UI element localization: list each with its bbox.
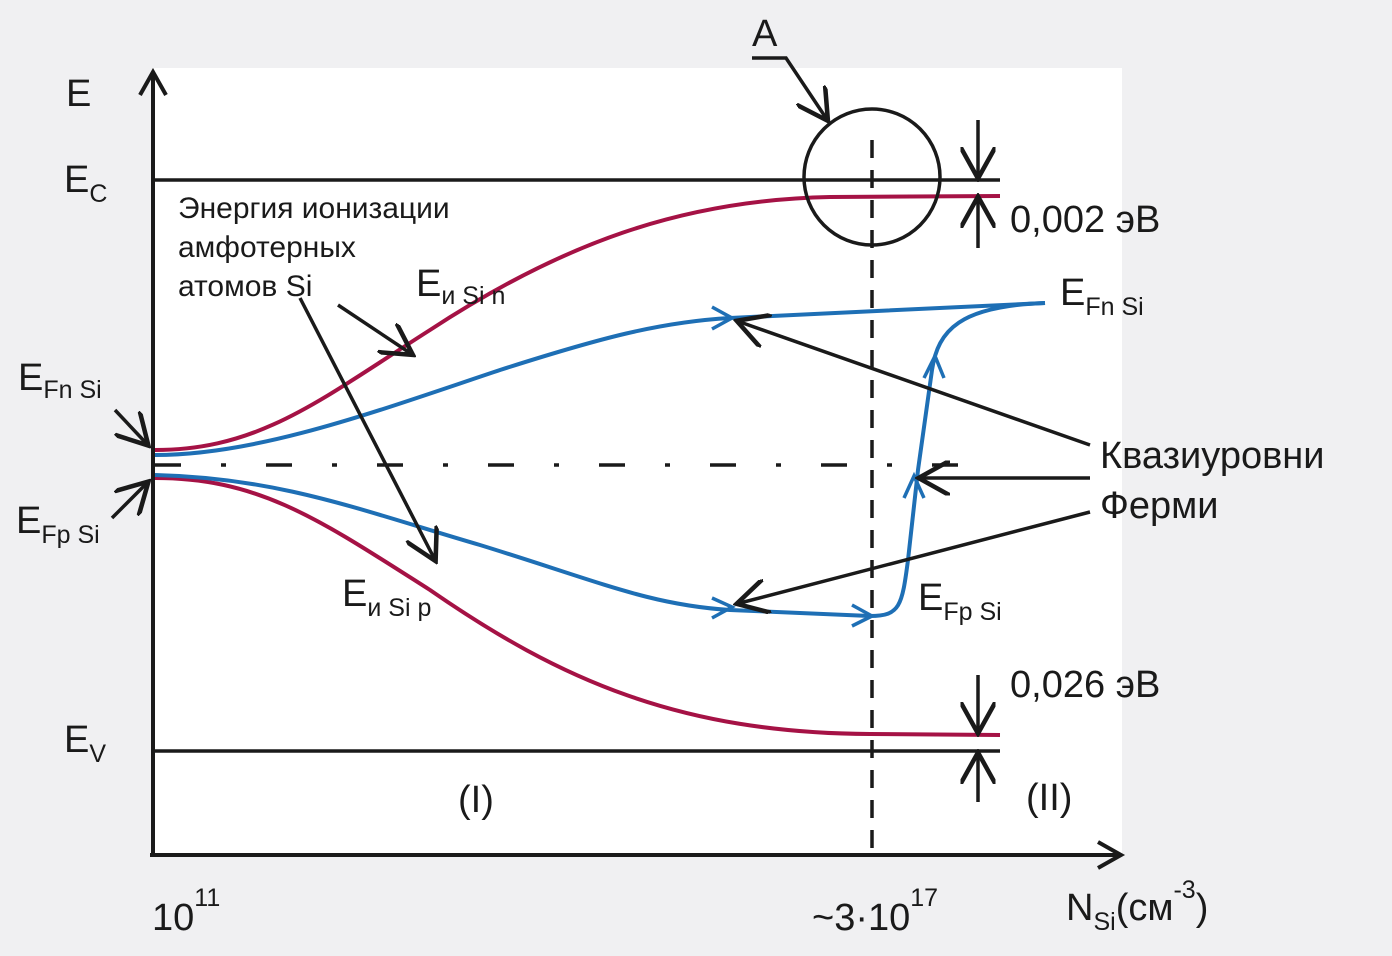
ei-si-n-label: Eи Si n: [416, 263, 505, 310]
x-tick-critical: ~3·1017: [812, 884, 938, 939]
x-axis-label: NSi(см-3): [1066, 876, 1208, 936]
plot-area: [152, 68, 1122, 855]
region-a-circle: [802, 107, 942, 247]
y-axis: [138, 67, 168, 855]
ei-si-n-curve: [154, 194, 1001, 452]
point-a-label: A: [752, 13, 778, 55]
quasi-fermi-label-line1: Квазиуровни: [1100, 435, 1325, 477]
efn-left-label: EFn Si: [18, 357, 102, 404]
efn-si-curve: [154, 301, 1046, 457]
efn-left-arrow-icon: [113, 408, 146, 443]
gap-top-label: 0,002 эВ: [1010, 199, 1160, 241]
ev-label: EV: [64, 719, 106, 768]
efp-left-arrow-icon: [110, 484, 146, 520]
region-2-label: (II): [1026, 777, 1072, 819]
ec-label: EC: [64, 159, 107, 208]
ei-si-p-curve: [154, 476, 1001, 737]
gap-bottom-label: 0,026 эВ: [1010, 664, 1160, 706]
ionization-n-arrow-icon: [337, 303, 410, 353]
efp-up-arrow-icon-2: [922, 351, 946, 379]
efp-direction-arrow-icon: [711, 596, 736, 620]
point-a-arrow-icon: [752, 56, 826, 118]
region-1-label: (I): [458, 779, 494, 821]
quasi-arrow-to-efn-icon: [740, 322, 1091, 447]
ei-si-p-label: Eи Si p: [342, 573, 431, 622]
ionization-label-line2: амфотерных: [178, 231, 356, 264]
efp-si-curve: [154, 301, 1046, 619]
ionization-p-arrow-icon: [298, 297, 434, 558]
efp-direction-arrow-icon-2: [851, 603, 876, 628]
x-axis: [150, 840, 1126, 870]
ionization-label-line3: атомов Si: [178, 270, 312, 303]
efn-direction-arrow-icon: [711, 305, 736, 331]
quasi-arrow-to-efp-icon: [740, 510, 1091, 603]
efp-left-label: EFp Si: [16, 500, 100, 549]
ionization-label-line1: Энергия ионизации: [178, 192, 450, 225]
x-tick-start: 1011: [152, 884, 220, 939]
efn-right-label: EFn Si: [1060, 272, 1144, 321]
y-axis-label: E: [66, 73, 91, 115]
quasi-fermi-label-line2: Ферми: [1100, 485, 1219, 527]
efp-right-label: EFp Si: [918, 577, 1002, 626]
